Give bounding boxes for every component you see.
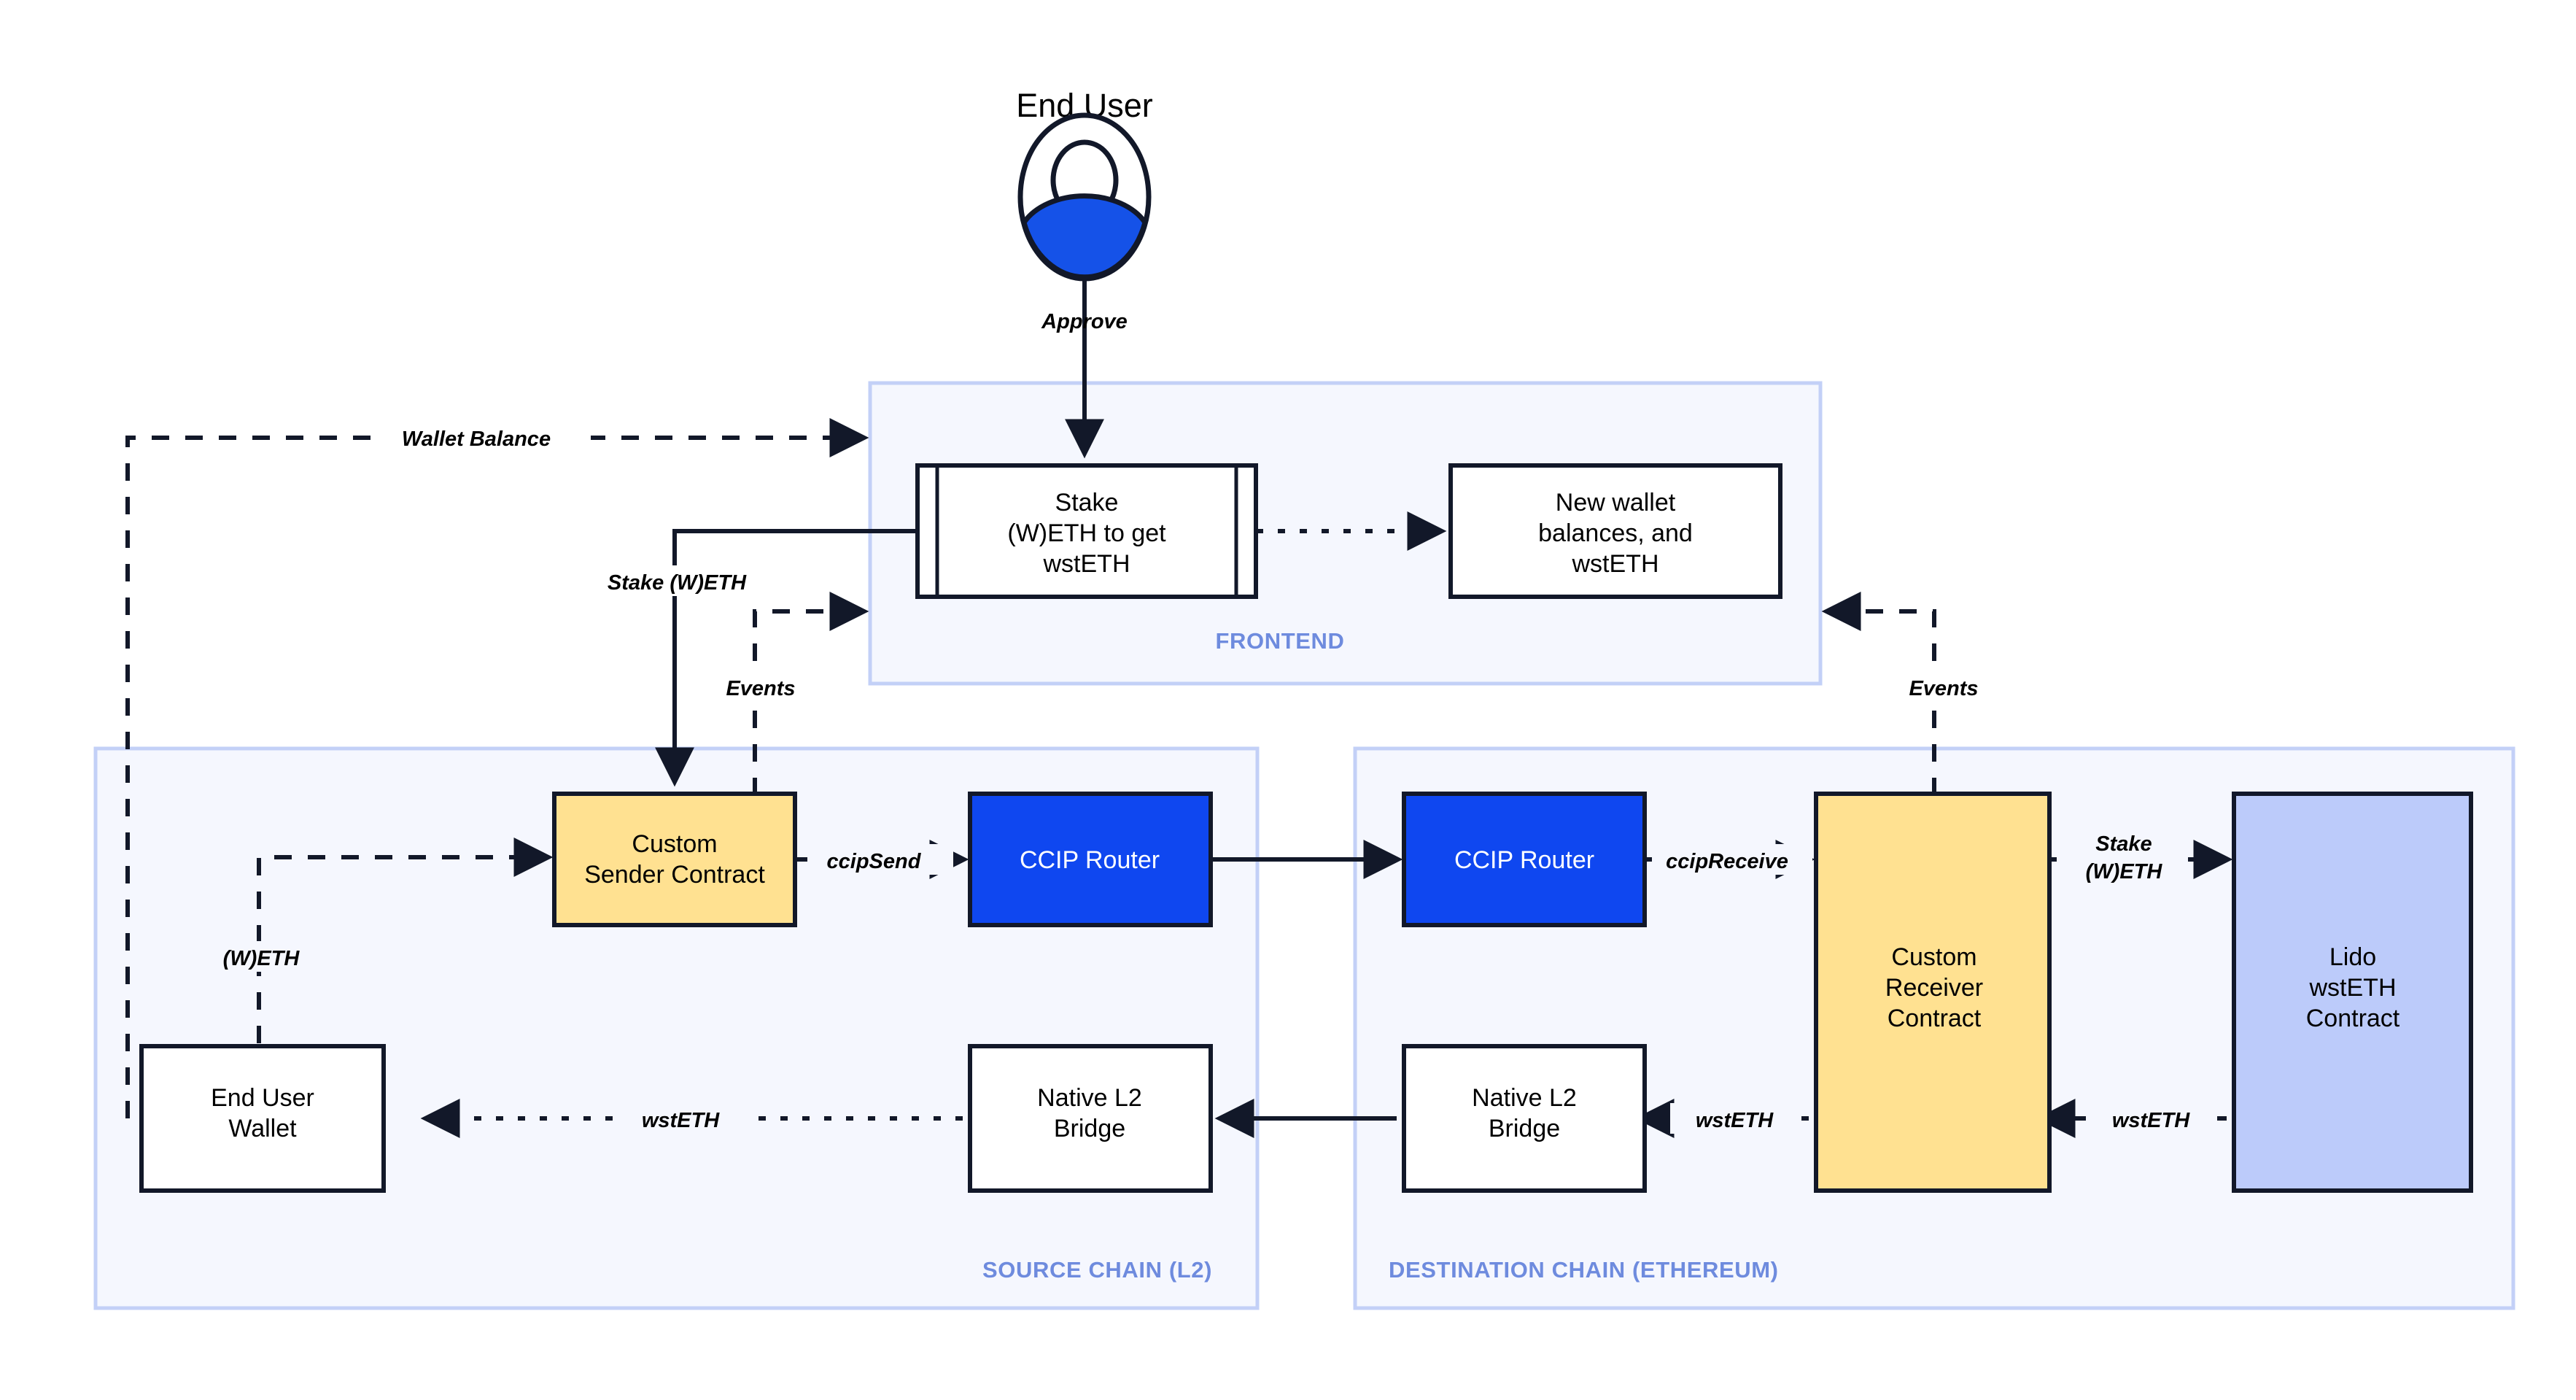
ccip-router-source-label: CCIP Router [1020,846,1160,874]
edge-stake-weth-label-bg [592,565,761,596]
edge-events-left-label: Events [726,677,795,700]
edge-stake-weth-label: Stake (W)ETH [608,571,747,595]
node-native-bridge-destination[interactable]: Native L2 Bridge [1402,1044,1647,1193]
stake-action-label-line1: Stake [1055,489,1119,517]
native-bridge-destination-label-line1: Native L2 [1472,1084,1577,1112]
edge-wsteth-lido: wstETH [2036,1099,2227,1138]
edge-ccip-receive-label-bg [1652,844,1812,875]
edge-wallet-balance-label-bg [379,422,591,454]
node-ccip-router-source[interactable]: CCIP Router [968,792,1213,927]
node-stake-action[interactable]: Stake (W)ETH to get wstETH [915,463,1258,599]
edge-wallet-balance-label: Wallet Balance [402,428,551,451]
edge-events-right: Events [1821,592,2020,795]
edge-wsteth-wallet: wstETH [420,1099,963,1138]
node-native-bridge-source[interactable]: Native L2 Bridge [968,1044,1213,1193]
edge-stake-weth-line [655,529,917,787]
edge-weth-in: (W)ETH [206,838,554,1043]
edge-stake-weth-dest-label-line1: Stake [2095,832,2152,856]
lido-contract-rect[interactable] [2232,792,2473,1193]
edge-wallet-balance-line [125,418,869,1118]
edge-events-right-label: Events [1909,677,1978,700]
edge-events-right-line [1821,592,1936,795]
edge-ccip-send: ccipSend [795,840,969,879]
native-bridge-source-rect[interactable] [968,1044,1213,1193]
custom-receiver-rect[interactable] [1814,792,2052,1193]
edge-wsteth-bridge-dst: wstETH [1634,1099,1809,1138]
edge-ccip-send-label-bg [807,844,953,875]
custom-sender-rect[interactable] [552,792,797,927]
stake-action-label-line2: (W)ETH to get [1007,519,1166,547]
stake-action-rect[interactable] [915,463,1258,599]
custom-receiver-label-line1: Custom [1891,943,1976,971]
node-new-balances[interactable]: New wallet balances, and wstETH [1448,463,1782,599]
end-user-wallet-label-line2: Wallet [228,1115,297,1142]
edge-ccip-send-label: ccipSend [827,850,922,873]
edge-events-left-line [753,592,869,795]
ccip-router-source-rect[interactable] [968,792,1213,927]
end-user-wallet-rect[interactable] [139,1044,386,1193]
edge-wsteth-lido-label-bg [2086,1103,2217,1134]
stake-action-label-line3: wstETH [1043,550,1130,578]
node-end-user-wallet[interactable]: End User Wallet [139,1044,386,1193]
native-bridge-destination-label-line2: Bridge [1489,1115,1560,1142]
edge-stake-weth: Stake (W)ETH [592,529,917,787]
node-ccip-router-destination[interactable]: CCIP Router [1402,792,1647,927]
edge-stake-weth-dest-label-bg [2057,824,2188,887]
edge-wsteth-lido-label: wstETH [2112,1109,2190,1132]
custom-sender-label-line2: Sender Contract [584,861,765,889]
native-bridge-destination-rect[interactable] [1402,1044,1647,1193]
node-lido-contract[interactable]: Lido wstETH Contract [2232,792,2473,1193]
edge-events-left: Events [707,592,869,795]
new-balances-label-line2: balances, and [1538,519,1693,547]
ccip-router-destination-rect[interactable] [1402,792,1647,927]
edge-events-right-label-bg [1889,671,2020,702]
custom-receiver-label-line2: Receiver [1885,974,1983,1002]
edge-weth-in-label: (W)ETH [223,947,300,970]
edge-wsteth-bridge-dst-label-bg [1670,1103,1801,1134]
frontend-panel-label: FRONTEND [1215,628,1344,654]
node-custom-receiver[interactable]: Custom Receiver Contract [1814,792,2052,1193]
edge-weth-in-line [257,838,554,1043]
user-avatar-icon [1017,112,1152,282]
actor-title: End User [1016,87,1153,124]
actor-end-user: End User [1016,87,1153,282]
ccip-router-destination-label: CCIP Router [1454,846,1594,874]
native-bridge-source-label-line2: Bridge [1054,1115,1125,1142]
source-chain-panel-label: SOURCE CHAIN (L2) [982,1257,1212,1283]
edge-ccip-receive-label: ccipReceive [1666,850,1788,873]
edge-weth-in-label-bg [206,941,330,972]
lido-contract-label-line3: Contract [2306,1005,2400,1032]
edge-wsteth-wallet-label-bg [613,1103,751,1134]
edge-wsteth-bridge-dst-label: wstETH [1696,1109,1774,1132]
edge-stake-weth-dest: Stake (W)ETH [2042,824,2233,887]
new-balances-rect[interactable] [1448,463,1782,599]
avatar-shoulder-shape [1021,193,1148,280]
node-custom-sender[interactable]: Custom Sender Contract [552,792,797,927]
custom-receiver-label-line3: Contract [1888,1005,1982,1032]
lido-contract-label-line2: wstETH [2309,974,2397,1002]
new-balances-label-line3: wstETH [1572,550,1659,578]
native-bridge-source-label-line1: Native L2 [1037,1084,1142,1112]
destination-chain-panel-label: DESTINATION CHAIN (ETHEREUM) [1389,1257,1779,1283]
lido-contract-label-line1: Lido [2329,943,2376,971]
end-user-wallet-label-line1: End User [211,1084,314,1112]
edge-wallet-balance: Wallet Balance [125,418,869,1118]
edge-ccip-receive: ccipReceive [1641,840,1815,879]
edge-events-left-label-bg [707,671,839,702]
edge-stake-weth-dest-label-line2: (W)ETH [2086,860,2163,883]
edge-approve: Approve [1041,261,1128,459]
new-balances-label-line1: New wallet [1556,489,1676,517]
edge-wsteth-wallet-label: wstETH [642,1109,720,1132]
edge-approve-label: Approve [1041,310,1128,333]
custom-sender-label-line1: Custom [632,830,717,858]
